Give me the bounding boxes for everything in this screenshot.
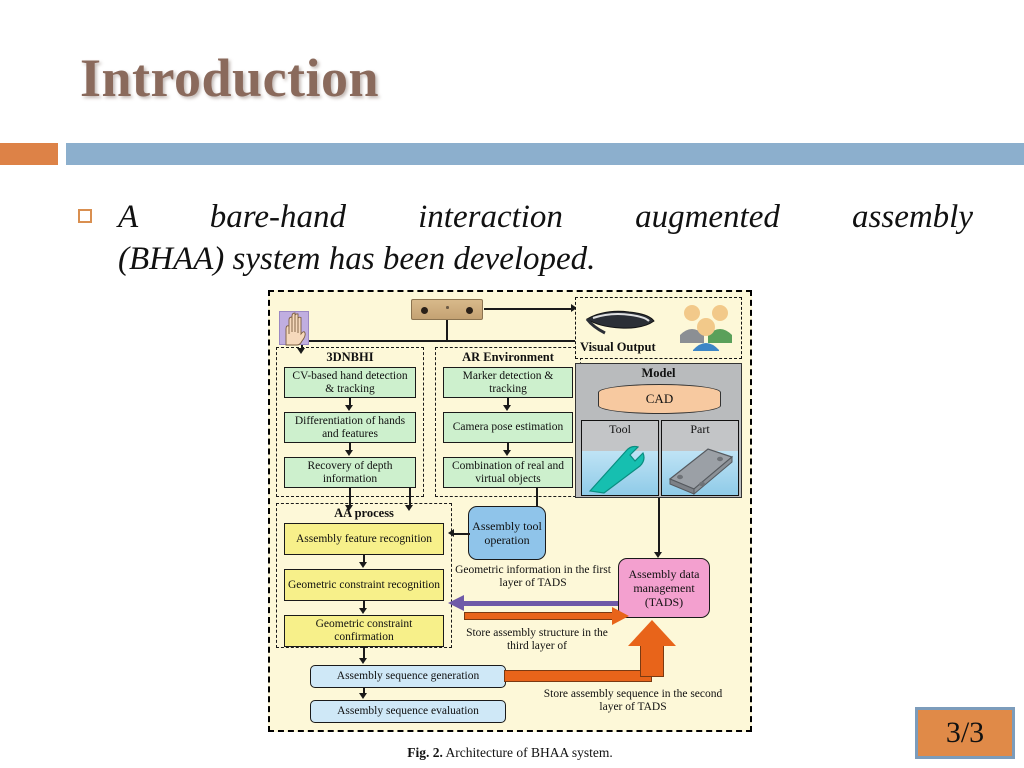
aa-to-seq-line (363, 647, 365, 661)
aa-arrow-2 (359, 608, 367, 614)
ar-link-1 (507, 398, 509, 408)
figure-caption-text: Architecture of BHAA system. (442, 745, 613, 760)
hand-icon (279, 311, 309, 346)
page-number-badge: 3/3 (915, 707, 1015, 759)
bullet-line-1: A bare-hand interaction augmented assemb… (118, 199, 973, 235)
figure-caption-label: Fig. 2. (407, 745, 443, 760)
hand-glyph (285, 312, 306, 346)
annotation-store-structure: Store assembly structure in the third la… (466, 627, 608, 653)
aa-link-2 (363, 601, 365, 611)
dnbhi-arrow-2 (345, 450, 353, 456)
model-label: Model (641, 366, 676, 380)
group-3dnbhi-label: 3DNBHI (326, 350, 374, 364)
part-plate-icon (668, 448, 734, 495)
orange-big-arrow-shaft-v (640, 645, 664, 677)
ar-box-2: Camera pose estimation (443, 412, 573, 443)
ar-to-aa-arrow (405, 505, 413, 511)
divider-accent-orange (0, 143, 58, 165)
branch-left-arrow (297, 348, 305, 354)
bullet-text: A bare-hand interaction augmented assemb… (118, 196, 1018, 280)
aa-box-2: Geometric constraint recognition (284, 569, 444, 601)
annotation-geometric-info: Geometric information in the first layer… (455, 564, 611, 590)
dnbhi-box-3: Recovery of depth information (284, 457, 416, 488)
group-aa-process-label: AA process (334, 506, 394, 520)
seq-arrow (359, 693, 367, 699)
cad-cylinder: CAD (598, 384, 721, 414)
ar-to-tool-vline (536, 488, 538, 510)
orange-arrow-head-structure (612, 607, 629, 625)
tool-to-aa-line (454, 533, 470, 535)
visual-output-panel: Visual Output (575, 297, 742, 359)
model-tool-cell: Tool (581, 420, 659, 496)
dnbhi-box-2: Differentiation of hands and features (284, 412, 416, 443)
dnbhi-to-aa-arrow (345, 505, 353, 511)
purple-arrow-shaft (464, 601, 618, 606)
aa-box-1: Assembly feature recognition (284, 523, 444, 555)
dnbhi-link-2 (349, 443, 351, 453)
model-panel: Model CAD Tool Part (575, 363, 742, 498)
ar-arrow-1 (503, 405, 511, 411)
device-split-line (301, 340, 591, 342)
aa-to-seq-arrow (359, 658, 367, 664)
sequence-box-1: Assembly sequence generation (310, 665, 506, 688)
ar-glasses-icon (585, 310, 655, 335)
bullet-line-2: (BHAA) system has been developed. (118, 241, 596, 278)
dnbhi-link-1 (349, 398, 351, 408)
part-label: Part (690, 422, 710, 436)
square-bullet-icon (78, 209, 92, 223)
ar-arrow-2 (503, 450, 511, 456)
device-to-visual-line (484, 308, 572, 310)
device-down-line (446, 320, 448, 340)
assembly-data-management-box: Assembly data management (TADS) (618, 558, 710, 618)
group-ar-environment-label: AR Environment (462, 350, 554, 364)
seq-link (363, 688, 365, 696)
aa-arrow-1 (359, 562, 367, 568)
model-to-tads-arrow (654, 552, 662, 558)
page-title: Introduction (80, 48, 380, 108)
model-to-tads-line (658, 498, 660, 554)
ar-box-3: Combination of real and virtual objects (443, 457, 573, 488)
ar-link-2 (507, 443, 509, 453)
model-part-cell: Part (661, 420, 739, 496)
visual-output-label: Visual Output (580, 340, 656, 354)
divider-accent-blue (66, 143, 1024, 165)
tool-to-aa-arrow (448, 529, 454, 537)
tool-label: Tool (609, 422, 631, 436)
assembly-tool-operation-box: Assembly tool operation (468, 506, 546, 560)
ar-box-1: Marker detection & tracking (443, 367, 573, 398)
dnbhi-to-aa-line (349, 488, 351, 508)
dnbhi-box-1: CV-based hand detection & tracking (284, 367, 416, 398)
users-icon (680, 305, 732, 351)
branch-left-line (301, 340, 303, 350)
ar-to-aa-line (409, 488, 411, 508)
orange-big-arrow-head (628, 620, 676, 646)
annotation-store-sequence: Store assembly sequence in the second la… (543, 688, 723, 714)
wrench-icon (588, 445, 645, 494)
architecture-figure: 3DNBHI CV-based hand detection & trackin… (268, 290, 752, 732)
purple-arrow-head (448, 595, 464, 611)
orange-big-arrow-shaft-h (504, 670, 652, 682)
dnbhi-arrow-1 (345, 405, 353, 411)
sequence-box-2: Assembly sequence evaluation (310, 700, 506, 723)
orange-arrow-shaft-structure (464, 612, 618, 620)
aa-link-1 (363, 555, 365, 565)
device-to-visual-arrow (571, 304, 577, 312)
figure-caption: Fig. 2. Architecture of BHAA system. (268, 745, 752, 761)
aa-box-3: Geometric constraint confirmation (284, 615, 444, 647)
marker-device-icon (411, 299, 483, 320)
